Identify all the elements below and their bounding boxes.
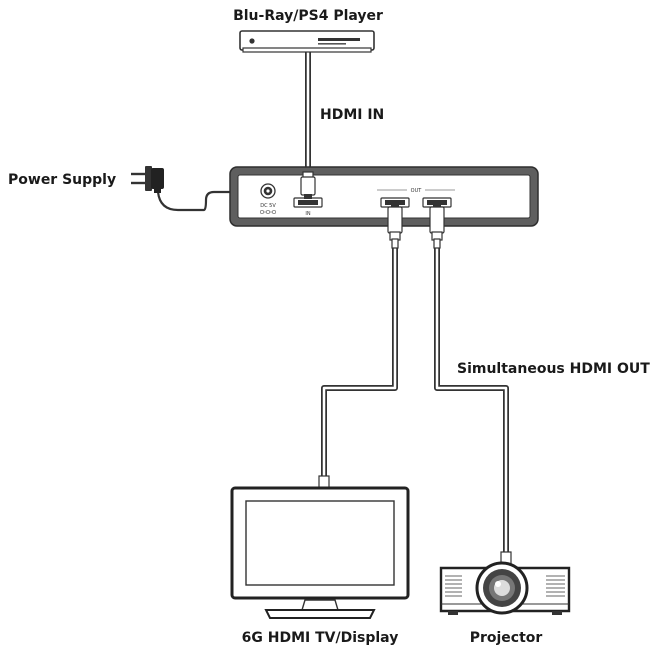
hdmi-splitter: DC 5V IN OUT [229,166,539,227]
hdmi-out-plug-1-icon [387,203,403,249]
polarity-icon [259,209,277,215]
cable-out-projector [434,248,509,566]
vent-icon [445,575,565,597]
dc-port-icon [260,183,276,199]
tv-display-label: 6G HDMI TV/Display [242,630,399,646]
hdmi-in-port [293,197,323,208]
projector [439,561,571,615]
simultaneous-out-label: Simultaneous HDMI OUT [457,361,650,377]
tv-plug-icon [318,475,330,489]
source-player-label: Blu-Ray/PS4 Player [233,8,383,24]
cable-out-tv [321,248,398,488]
disc-slot-icon [318,38,360,41]
dc-label: DC 5V [260,203,276,209]
hdmi-out-plug-2-icon [429,203,445,249]
tv-display [230,486,410,619]
projector-lens-icon [475,561,529,615]
power-led-icon [249,38,255,44]
out-port-label: OUT [411,188,423,194]
cables [156,52,509,566]
hdmi-in-plug-icon [300,171,316,199]
bluray-player [239,30,375,53]
hdmi-in-label: HDMI IN [320,107,384,123]
hdmi-out-port-2 [422,197,452,208]
cable-power [156,190,262,212]
power-supply-label: Power Supply [8,172,116,188]
in-port-label: IN [305,211,310,217]
power-adapter-icon [131,166,164,193]
projector-label: Projector [470,630,543,646]
